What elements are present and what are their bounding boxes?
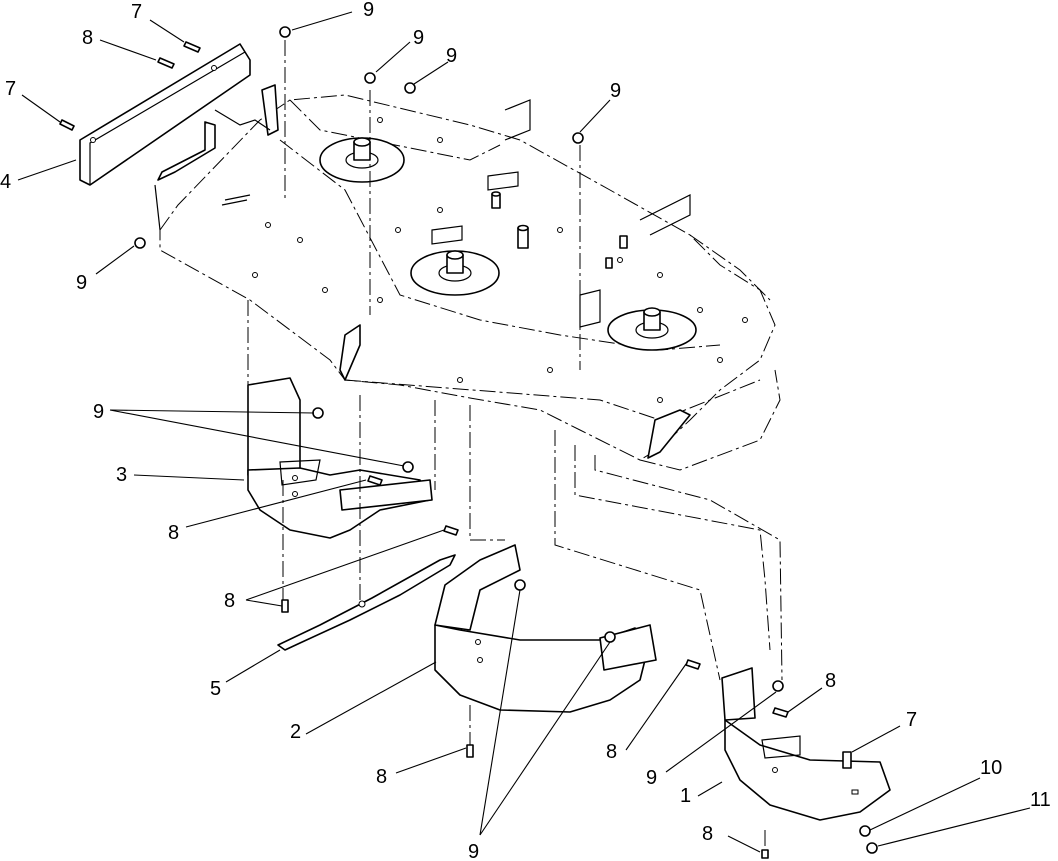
- callout-4: 4: [0, 171, 11, 193]
- callout-5: 5: [210, 678, 221, 700]
- deck-fittings: [491, 191, 628, 269]
- callout-9-d: 9: [610, 80, 621, 102]
- callout-8-center: 8: [606, 741, 617, 763]
- callout-8-bottom: 8: [376, 766, 387, 788]
- callout-1: 1: [680, 785, 691, 807]
- callout-9-mid: 9: [93, 401, 104, 423]
- callout-9-b: 9: [413, 27, 424, 49]
- callout-9-bottom: 9: [468, 841, 479, 861]
- spindle-pulley-right: [607, 307, 697, 351]
- mower-deck: [159, 94, 781, 471]
- fasteners: [59, 26, 878, 859]
- baffle-left: [247, 377, 433, 539]
- alignment-lines: [247, 40, 783, 850]
- side-mount-brackets: [154, 84, 279, 231]
- callout-8-rbottom: 8: [702, 823, 713, 845]
- callout-7-top: 7: [131, 1, 142, 23]
- mower-blade: [277, 554, 456, 651]
- baffle-center: [434, 544, 657, 713]
- spindle-pulley-left: [319, 137, 405, 183]
- callout-9-c: 9: [446, 45, 457, 67]
- spindle-pulley-center: [410, 250, 500, 296]
- callout-9-a: 9: [363, 0, 374, 21]
- callout-3: 3: [116, 464, 127, 486]
- leader-lines: [17, 11, 1031, 853]
- callout-8-mid: 8: [168, 522, 179, 544]
- callout-7-left: 7: [5, 78, 16, 100]
- callout-8-top: 8: [82, 27, 93, 49]
- front-bracket-plate: [79, 43, 251, 186]
- deck-holes: [252, 117, 748, 403]
- callout-11: 11: [1030, 789, 1051, 811]
- callout-9-right: 9: [646, 767, 657, 789]
- baffle-right: [721, 667, 891, 821]
- callout-9-left: 9: [76, 272, 87, 294]
- callout-8-right: 8: [825, 670, 836, 692]
- callout-10: 10: [980, 757, 1002, 779]
- callout-8-blade: 8: [224, 590, 235, 612]
- callout-7-right: 7: [906, 709, 917, 731]
- callout-2: 2: [290, 721, 301, 743]
